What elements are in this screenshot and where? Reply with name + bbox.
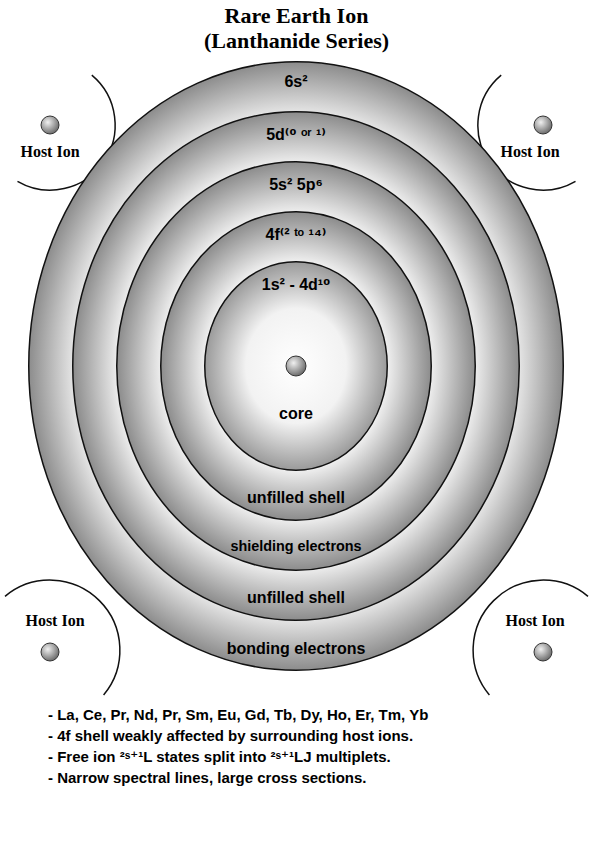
shell-label: unfilled shell [247,488,345,507]
shell-label: unfilled shell [247,588,345,607]
label-slot: Host Ion [500,142,559,161]
host-ion-dot [41,116,59,134]
label-slot: Host Ion [20,142,79,161]
shell-ring: 4f⁽² ᵗᵒ ¹⁴⁾ unfilled shell 1s² - 4d¹⁰ core [160,211,432,521]
shell-ellipse [161,212,432,521]
shell-label: 4f⁽² ᵗᵒ ¹⁴⁾ [266,225,327,244]
shell-ring: 5d⁽⁰ ᵒʳ ¹⁾ unfilled shell 5s² 5p⁶ shielding… [72,111,520,621]
title-slot: Rare Earth Ion (Lanthanide Series) [0,4,593,53]
shell-ellipse [117,162,476,571]
note-line: - Free ion ²ˢ⁺¹L states split into ²ˢ⁺¹L… [48,748,391,766]
note-line: - 4f shell weakly affected by surroundin… [48,727,413,745]
label-slot: - 4f shell weakly affected by surroundin… [48,727,413,745]
host-ion-dot [534,116,552,134]
host-ion-dot [534,643,552,661]
host-ion-label: Host Ion [505,611,564,630]
shell-label: 1s² - 4d¹⁰ [262,275,330,294]
host-ion-label: Host Ion [25,611,84,630]
note-line: - La, Ce, Pr, Nd, Pr, Sm, Eu, Gd, Tb, Dy… [48,706,428,724]
host-ion-label: Host Ion [20,142,79,161]
shell-ellipse [29,62,564,671]
shell-label: core [279,404,313,423]
label-slot: - La, Ce, Pr, Nd, Pr, Sm, Eu, Gd, Tb, Dy… [48,706,428,724]
shell-ellipse [205,262,388,471]
label-slot: - Free ion ²ˢ⁺¹L states split into ²ˢ⁺¹L… [48,748,391,766]
shell-ring: 6s² bonding electrons 5d⁽⁰ ᵒʳ ¹⁾ unfilled s… [28,61,564,671]
title: Rare Earth Ion (Lanthanide Series) [182,4,412,53]
nucleus-dot [286,356,306,376]
host-boundary-arc [473,580,588,695]
shell-label: 6s² [284,72,307,91]
label-slot: - Narrow spectral lines, large cross sec… [48,769,366,787]
host-ion-dot [41,643,59,661]
shell-ring: 5s² 5p⁶ shielding electrons 4f⁽² ᵗᵒ ¹⁴⁾ unf… [116,161,476,571]
label-slot: Host Ion [25,611,84,630]
shell-ellipse [73,112,520,621]
shell-label: shielding electrons [230,538,361,555]
shell-label: 5s² 5p⁶ [269,175,323,194]
shell-label: bonding electrons [227,639,366,658]
host-ion-label: Host Ion [500,142,559,161]
note-line: - Narrow spectral lines, large cross sec… [48,769,366,787]
shell-ring: 1s² - 4d¹⁰ core [204,261,388,471]
label-slot: Host Ion [505,611,564,630]
host-boundary-arc [5,580,120,695]
shell-label: 5d⁽⁰ ᵒʳ ¹⁾ [266,125,326,144]
